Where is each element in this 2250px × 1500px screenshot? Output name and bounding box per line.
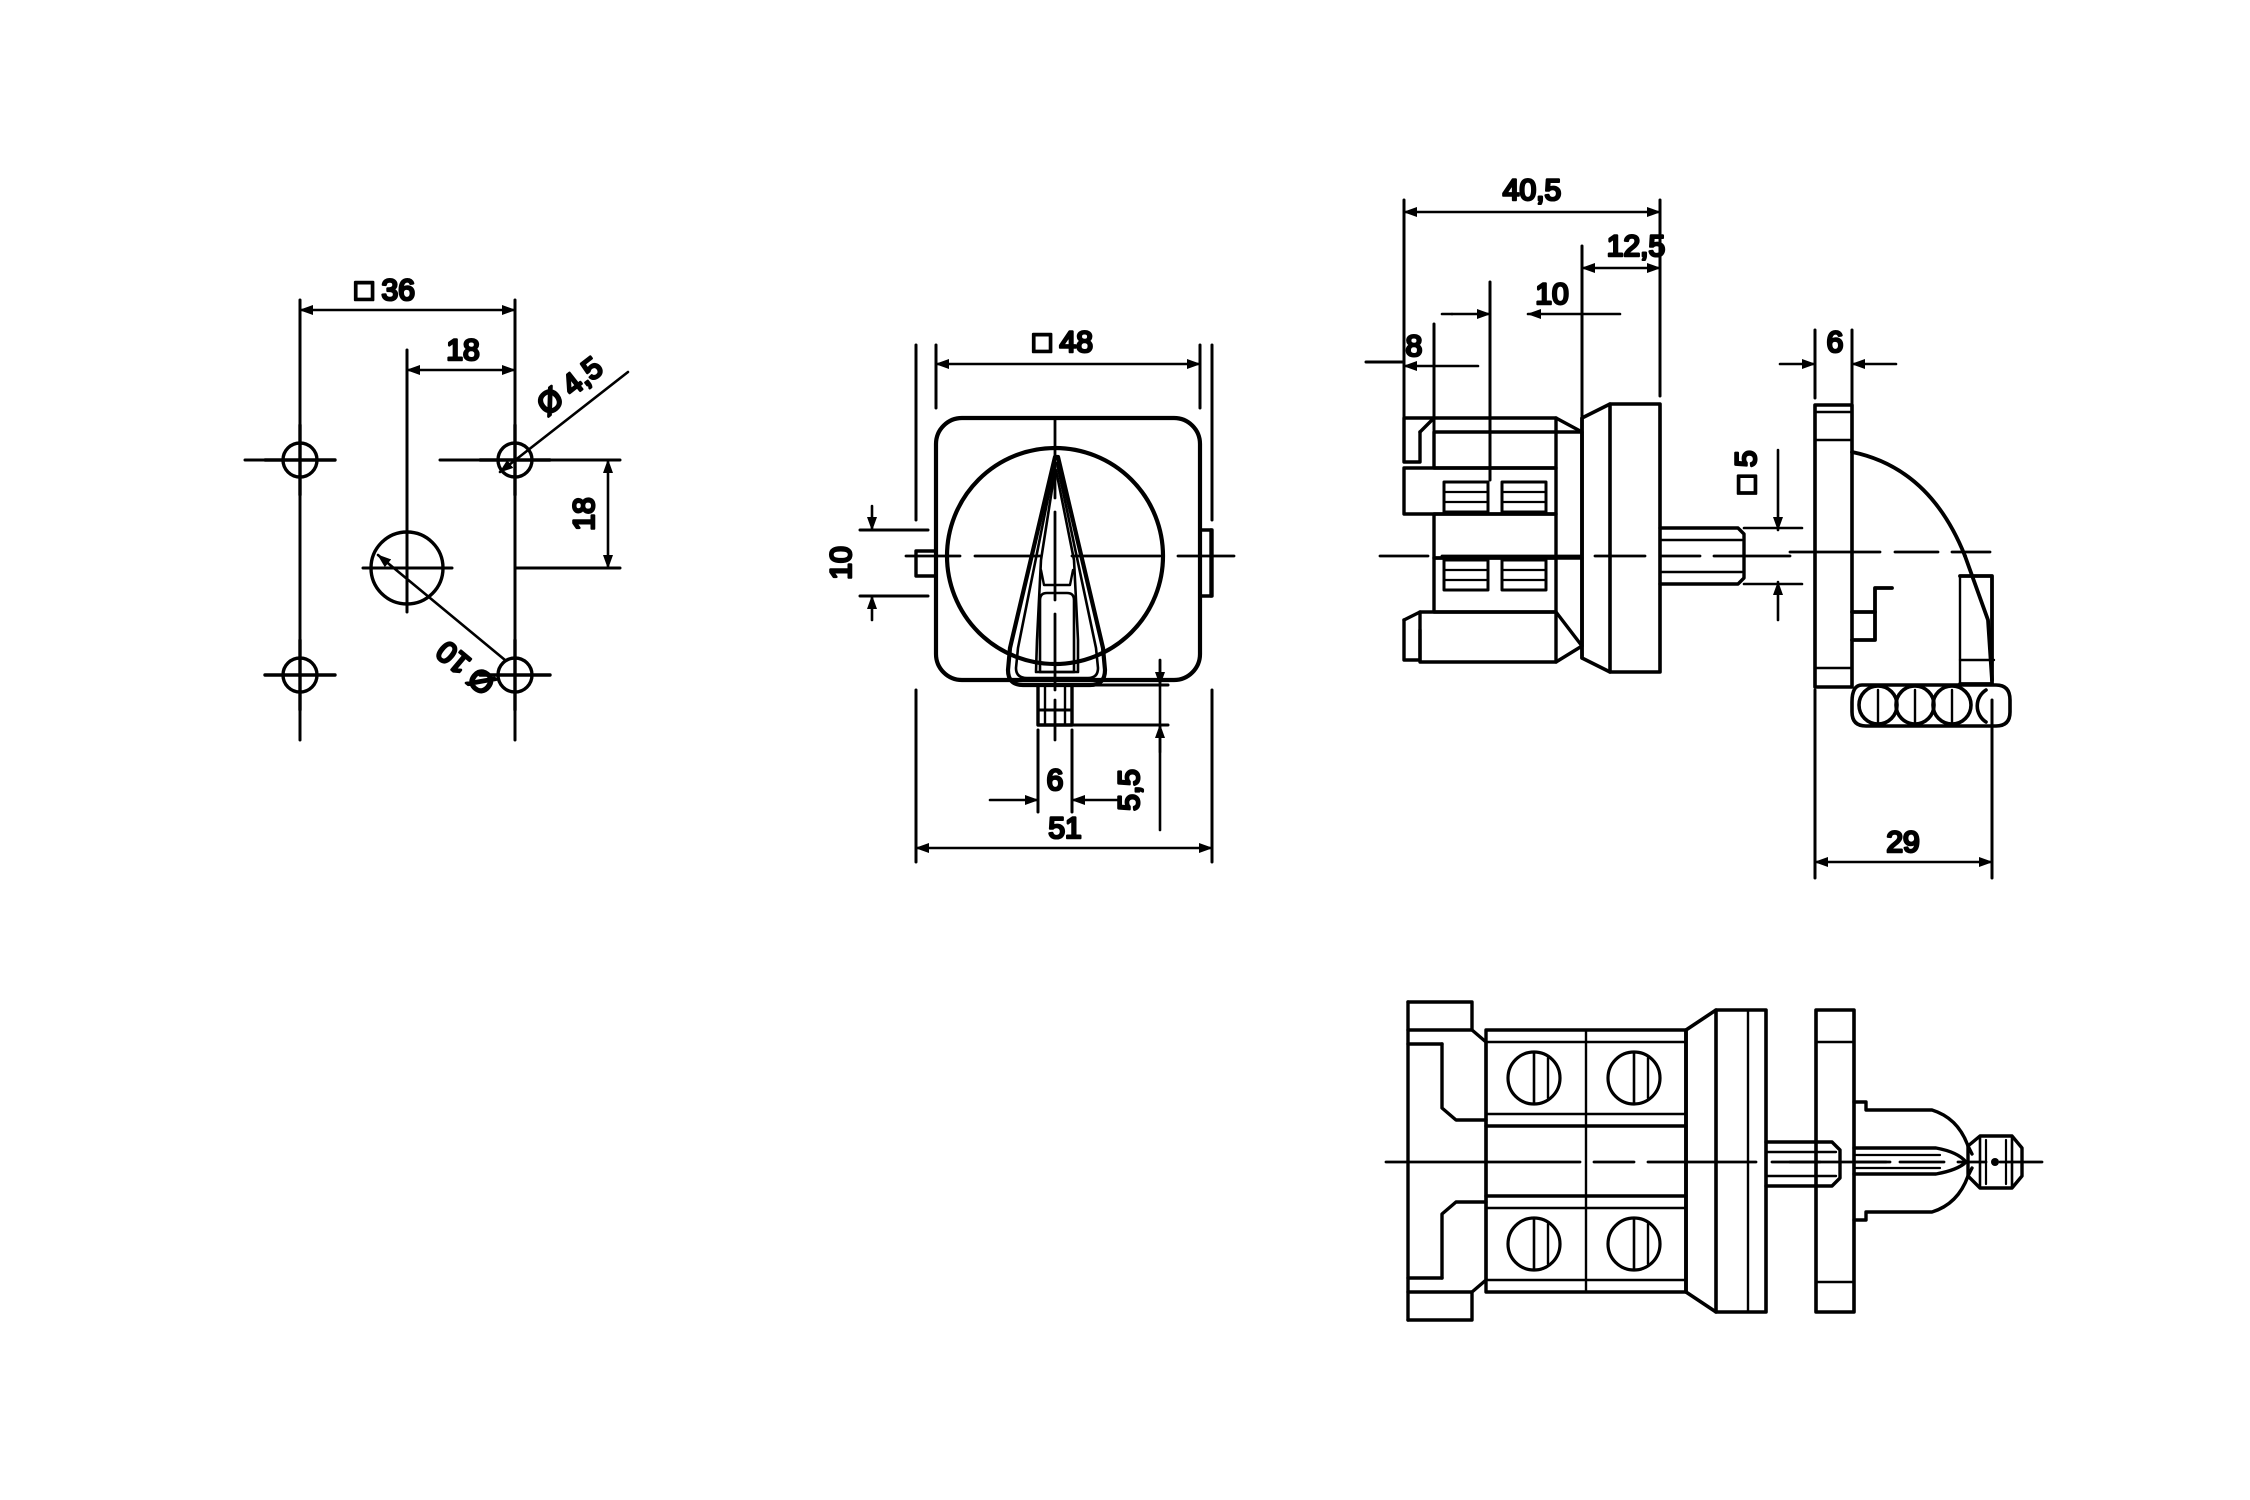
bottom-knob-view: [1788, 1008, 2044, 1314]
mounting-lugs: [914, 528, 1214, 598]
terminal-ring-row: [1850, 683, 2012, 728]
dimension-label-6-right: 6: [1827, 326, 1844, 359]
dimension-label-10-side: 10: [1535, 278, 1568, 311]
dimension-10-side: 10: [1440, 277, 1622, 319]
dimension-125: 12,5: [1580, 229, 1666, 273]
dimension-label-18-vertical: 18: [568, 497, 601, 530]
dimension-sq48: □ 48: [934, 325, 1202, 369]
front-view-centerlines: [904, 418, 1236, 742]
switch-body: [1402, 416, 1584, 664]
dimension-label-8: 8: [1406, 330, 1423, 363]
dimension-label-18-horizontal: 18: [446, 334, 479, 367]
front-plate-outline: [933, 415, 1203, 683]
dimension-29: 29: [1813, 825, 1994, 867]
knob-pointer: [1005, 454, 1108, 688]
dimension-55: 5,5: [1112, 658, 1165, 832]
dimension-6-right: 6: [1778, 325, 1898, 369]
terminal-cavities: [1442, 480, 1548, 592]
dimension-label-dia-45: Ø 4,5: [531, 351, 609, 422]
terminal-screws: [1506, 1050, 1662, 1272]
dimension-label-sq5: □ 5: [1730, 450, 1763, 493]
dimension-sq5: □ 5: [1729, 448, 1804, 622]
drilling-pattern-view: □ 36 18 18 Ø 4,5 Ø 10: [243, 273, 630, 742]
dimension-405: 40,5: [1402, 173, 1662, 217]
dimension-label-125: 12,5: [1607, 230, 1665, 263]
side-view: 40,5 12,5 10 8 □ 5: [1364, 173, 1804, 674]
terminal-shaft: [1764, 1140, 1842, 1188]
mounting-plate-profile: [1813, 403, 1854, 689]
dimension-sq36: □ 36: [298, 273, 517, 315]
bottom-terminal-view: [1384, 1000, 1892, 1322]
dimension-18-vertical: 18: [513, 458, 622, 570]
front-plate-side: [1580, 402, 1662, 674]
dimension-18-horizontal: 18: [405, 333, 517, 375]
knob-side-view: 6 29: [1778, 325, 2012, 880]
front-view: □ 48 10 6 5,5 51: [824, 325, 1236, 864]
dimension-label-sq48: □ 48: [1033, 326, 1093, 359]
dimension-6-front: 6: [988, 763, 1122, 805]
dimension-label-10-vertical: 10: [825, 546, 858, 579]
bottom-knob-center-dot: [1991, 1158, 1999, 1166]
dimension-51: 51: [914, 811, 1214, 853]
dimension-label-405: 40,5: [1503, 174, 1561, 207]
dimension-8: 8: [1402, 329, 1480, 371]
dimension-label-55: 5,5: [1113, 769, 1146, 811]
knob-profile-body: [1850, 450, 1996, 686]
dimension-label-sq36: □ 36: [355, 274, 415, 307]
dimension-dia-45: Ø 4,5: [498, 350, 630, 474]
dimension-label-51: 51: [1048, 812, 1081, 845]
dimension-10-vertical: 10: [824, 504, 930, 622]
dimension-label-6-front: 6: [1047, 764, 1064, 797]
dimension-label-dia-10: Ø 10: [430, 634, 501, 701]
dimension-label-29: 29: [1886, 826, 1919, 859]
